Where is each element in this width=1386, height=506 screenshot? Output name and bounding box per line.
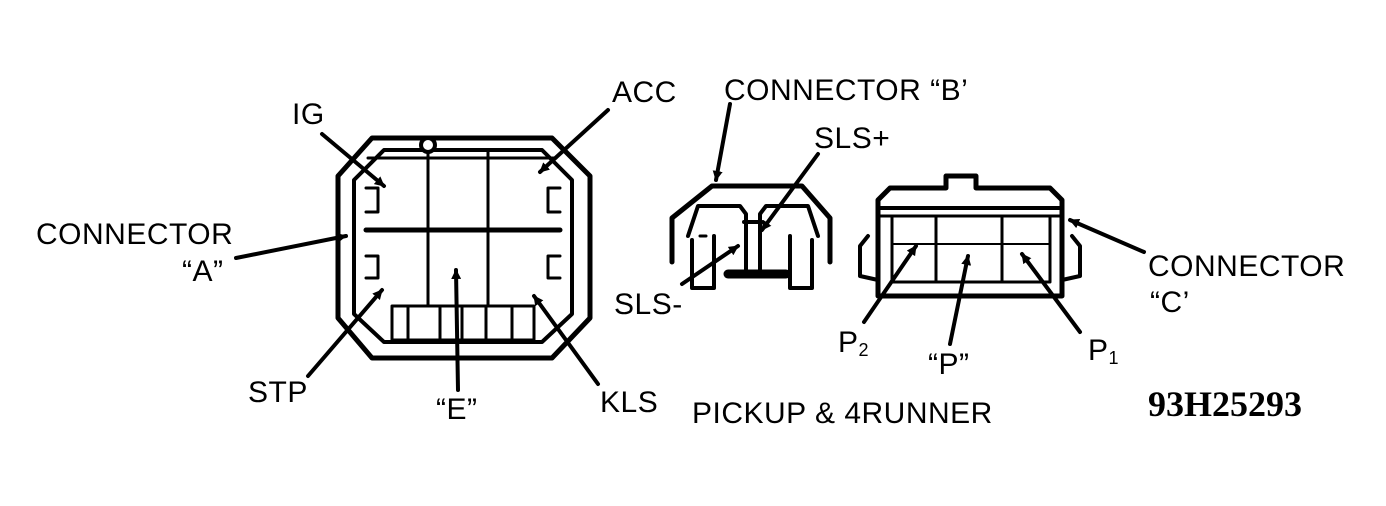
label-connector-b: CONNECTOR “B’	[724, 74, 969, 107]
arrow-p2	[862, 244, 918, 324]
arrow-sls-plus	[760, 152, 820, 232]
connector-a-body	[335, 135, 593, 361]
arrow-connector-b	[712, 102, 732, 182]
leader-arrows	[234, 102, 1146, 392]
label-p1-subscript: 1	[1108, 348, 1120, 368]
label-ig: IG	[292, 98, 325, 131]
label-e: “E”	[436, 393, 478, 426]
caption-pickup-4runner: PICKUP & 4RUNNER	[692, 397, 993, 430]
label-sls-plus: SLS+	[814, 122, 891, 155]
label-p2-subscript: 2	[858, 340, 870, 360]
label-stp: STP	[248, 376, 308, 409]
label-p2-letter: P	[838, 326, 859, 359]
label-connector-a-line2: “A”	[182, 255, 224, 288]
label-p1: P1	[1088, 334, 1120, 368]
arrow-ig	[320, 132, 386, 188]
label-acc: ACC	[612, 76, 677, 109]
connector-c-body	[858, 173, 1082, 299]
label-connector-c-line1: CONNECTOR	[1148, 250, 1346, 283]
label-kls: KLS	[600, 386, 659, 419]
arrow-acc	[538, 108, 610, 174]
arrow-kls	[532, 294, 600, 386]
label-sls-minus: SLS-	[614, 288, 683, 321]
arrow-p1	[1020, 252, 1082, 334]
arrow-e	[451, 268, 462, 392]
arrow-p	[948, 254, 972, 346]
label-p-quoted: “P”	[928, 348, 970, 381]
figure-code: 93H25293	[1148, 384, 1303, 424]
arrow-sls-minus	[680, 244, 740, 286]
label-p2: P2	[838, 326, 870, 360]
label-connector-c-line2: “C’	[1150, 286, 1190, 319]
arrow-connector-c	[1068, 218, 1146, 254]
arrow-stp	[306, 288, 384, 378]
label-p1-letter: P	[1088, 334, 1109, 367]
label-connector-a-line1: CONNECTOR	[36, 218, 234, 251]
arrow-connector-a	[234, 232, 348, 260]
